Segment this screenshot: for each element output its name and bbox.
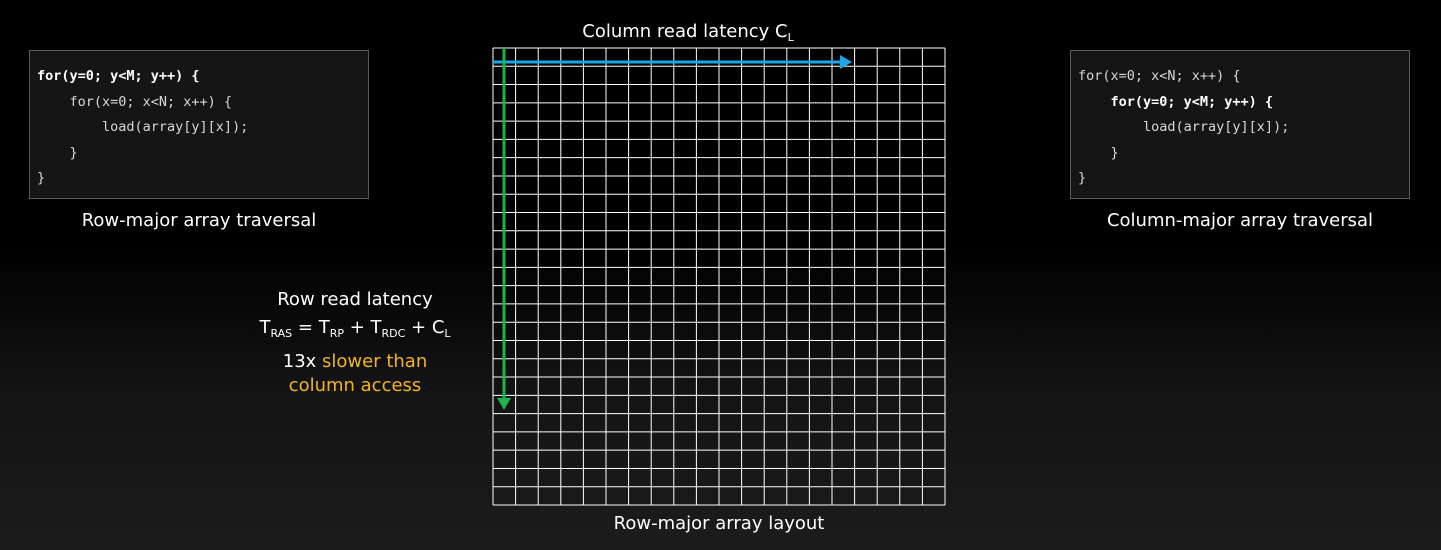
code-line: } — [37, 144, 78, 161]
row-read-arrow-head — [497, 398, 511, 410]
code-line: } — [37, 170, 46, 186]
slowdown-note-line2: column access — [288, 375, 422, 396]
row-read-latency-label: Row read latency TRAS = TRP + TRDC + CL … — [230, 288, 480, 398]
row-latency-title: Row read latency — [277, 289, 433, 310]
row-major-caption: Row-major array traversal — [81, 210, 317, 231]
code-line: load(array[y][x]); — [1078, 119, 1290, 135]
code-line: } — [1078, 144, 1119, 161]
latency-arrows — [493, 48, 852, 410]
code-line: for(y=0; y<M; y++) { — [1078, 93, 1274, 110]
column-read-latency-label: Column read latency CL — [518, 20, 858, 44]
grid-lines — [492, 47, 946, 506]
column-latency-text: Column read latency C — [582, 21, 788, 42]
column-major-code-box: for(x=0; x<N; x++) { for(y=0; y<M; y++) … — [1070, 50, 1410, 199]
code-line: for(x=0; x<N; x++) { — [37, 93, 233, 110]
code-line: for(y=0; y<M; y++) { — [37, 68, 200, 84]
row-read-arrow — [497, 48, 511, 410]
column-read-arrow-head — [840, 55, 852, 69]
row-latency-formula: TRAS = TRP + TRDC + CL — [259, 317, 451, 340]
column-major-caption: Column-major array traversal — [1106, 210, 1374, 231]
code-line: } — [1078, 170, 1087, 186]
row-major-code-box: for(y=0; y<M; y++) { for(x=0; x<N; x++) … — [29, 50, 369, 199]
code-line: for(x=0; x<N; x++) { — [1078, 68, 1241, 84]
slowdown-note: 13x slower than — [282, 351, 428, 372]
column-latency-sub: L — [787, 31, 794, 44]
grid-caption: Row-major array layout — [613, 513, 825, 534]
code-line: load(array[y][x]); — [37, 119, 249, 135]
column-read-arrow — [493, 55, 852, 69]
